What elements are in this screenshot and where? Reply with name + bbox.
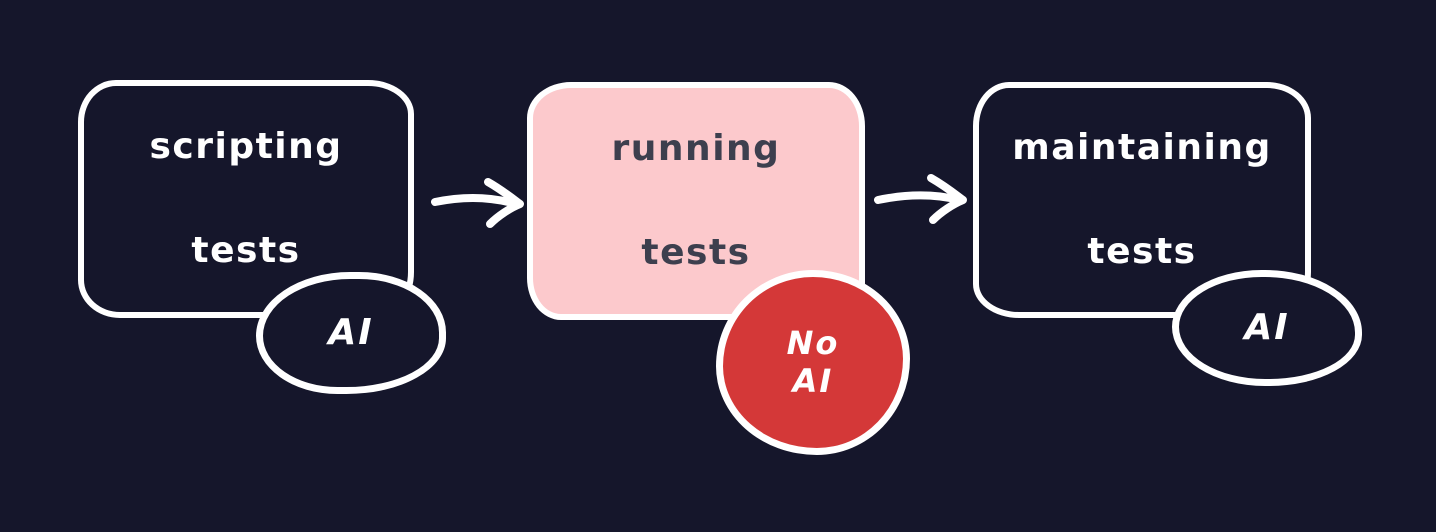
badge-ai-scripting-label: AI xyxy=(328,311,374,353)
label-line: scripting xyxy=(149,125,343,167)
node-running-tests-label: running tests xyxy=(612,123,781,280)
arrow-running-to-maintaining xyxy=(874,174,967,224)
badge-no-ai-running: No AI xyxy=(716,270,910,455)
node-maintaining-tests-label: maintaining tests xyxy=(1012,122,1271,279)
label-line: maintaining xyxy=(1012,126,1272,168)
badge-ai-maintaining: AI xyxy=(1172,270,1362,386)
node-running-tests: running tests xyxy=(527,82,865,320)
label-line: tests xyxy=(641,232,751,274)
label-line: running xyxy=(611,127,781,169)
node-scripting-tests: scripting tests xyxy=(78,80,414,318)
arrow-head xyxy=(927,174,967,224)
badge-no-ai-line-1: No xyxy=(786,323,840,362)
node-maintaining-tests: maintaining tests xyxy=(973,82,1311,318)
arrow-head xyxy=(484,178,524,228)
label-line: tests xyxy=(1087,231,1197,273)
label-line: tests xyxy=(191,230,301,272)
badge-no-ai-line-2: AI xyxy=(792,361,834,400)
arrow-scripting-to-running xyxy=(431,178,524,228)
badge-ai-scripting: AI xyxy=(256,272,446,394)
arrow-shaft xyxy=(874,191,963,204)
node-scripting-tests-label: scripting tests xyxy=(149,121,342,278)
arrow-shaft xyxy=(431,194,520,208)
badge-ai-maintaining-label: AI xyxy=(1244,306,1290,348)
